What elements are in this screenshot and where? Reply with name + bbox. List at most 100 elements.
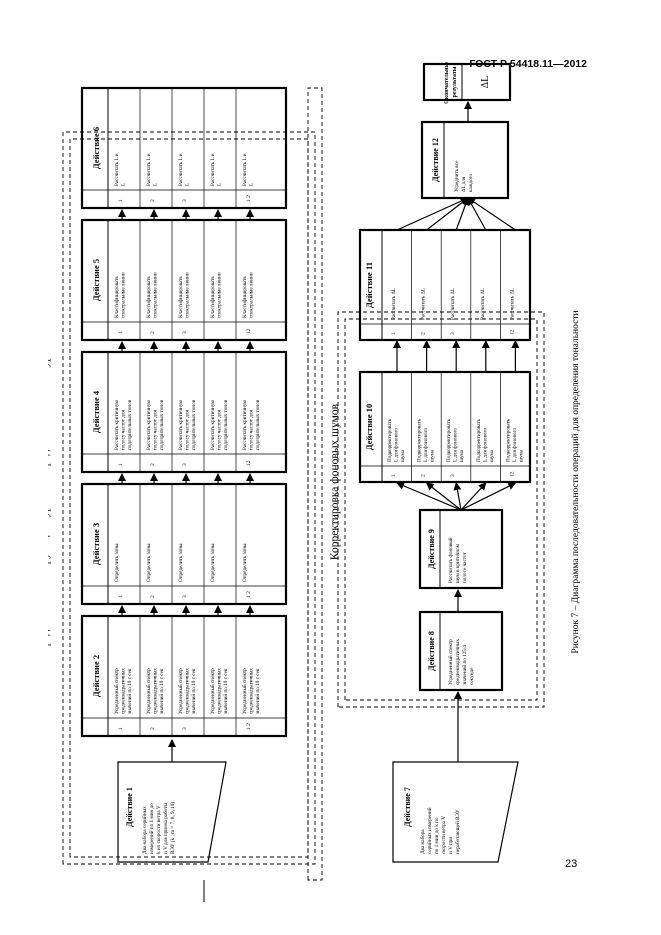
action-row-text: Классифицировать [177, 276, 184, 318]
action-row-text: Рассчитать L и [242, 153, 248, 186]
action-row-text: L [217, 183, 223, 186]
action-row-text: Усредненный спектр [145, 668, 152, 714]
action-table-title: Действие 2 [91, 655, 101, 697]
action-row-text: Определить зоны [146, 543, 152, 582]
action1-box [117, 761, 227, 863]
arrow-a11-a12 [426, 197, 469, 231]
action10-box [358, 370, 532, 484]
final-results-title: Окончательные [444, 62, 450, 104]
action-row-text: спектральные линии [185, 272, 191, 318]
action-row-text: подозрительных тонов [255, 399, 261, 450]
action10-row-text: шума [518, 449, 524, 462]
action1-text: k их скорости ветра V [156, 805, 162, 854]
action11-row-text: Рассчитать ΔL [450, 288, 456, 320]
action-row-number: 3 [182, 595, 188, 598]
action10-row-text: L для фонового [452, 427, 459, 462]
flow-diagram-svg: Определение маскирующего уровня и средне… [48, 62, 581, 902]
arrow-a11-a12 [467, 197, 487, 231]
action10-row-number: 12 [509, 471, 515, 477]
action7-text: по 1 мин до k по [434, 817, 440, 854]
action10-row-text: L для фонового [481, 427, 488, 462]
action-row-number: 2 [150, 595, 156, 598]
action-row-number: 3 [182, 331, 188, 334]
action11-title: Действие 11 [364, 262, 374, 308]
arrow-a11-a12 [455, 197, 470, 231]
action-row-text: Рассчитать L и [210, 153, 216, 186]
action11-box [358, 228, 532, 342]
action-row-number: 12 [246, 460, 252, 466]
action-table-2 [80, 614, 288, 738]
action-row-text: подозрительных тонов [191, 399, 197, 450]
action8-text: секунде [469, 667, 475, 685]
action-row-text: Рассчитать критичную [114, 400, 120, 450]
action-row-text: Классифицировать [145, 276, 152, 318]
action7-text: Два набора [419, 829, 426, 854]
action-row-number: 2 [150, 727, 156, 730]
action-row-text: Рассчитать L и [146, 153, 152, 186]
action10-row-text: шума [489, 449, 495, 462]
action-row-text: среднеквадратичных [121, 668, 127, 714]
action11-row-text: Рассчитать ΔL [509, 288, 515, 320]
action-table-6 [80, 86, 288, 210]
page-number: 23 [565, 858, 578, 870]
action11-row-text: Рассчитать ΔL [391, 288, 397, 320]
action9-text: шум в критичном [455, 543, 461, 583]
action-row-number: 2 [150, 199, 156, 202]
action11-row-number: 12 [509, 329, 515, 335]
masking-group-inner-border [69, 138, 309, 858]
action-table-3 [80, 482, 288, 606]
arrow-a9-a10 [425, 482, 462, 511]
action1-text: ВЭУ (k , m = 7, 8, 9, 10) [169, 802, 176, 854]
action-row-text: L [153, 183, 159, 186]
action10-row-text: Подкорректировать [446, 418, 452, 462]
action-row-text: Определить зоны [210, 543, 216, 582]
action-row-text: L [121, 183, 127, 186]
action7-text: серийных измерений [426, 807, 433, 854]
action7-text: скорости ветра V [441, 816, 447, 854]
action-row-number: 1 2 [246, 591, 252, 598]
masking-group-outer-border [62, 131, 316, 865]
action-row-number: 1 [118, 727, 124, 730]
action-row-text: полосу частот для [185, 410, 191, 450]
arrow-a9-a10 [460, 482, 517, 511]
action-row-number: 1 [118, 595, 124, 598]
action-row-text: среднеквадратичных [153, 668, 159, 714]
action1-title: Действие 1 [125, 787, 134, 827]
final-results-title-line2: результаты [452, 66, 458, 97]
arrow-a9-a10 [460, 482, 487, 511]
action-row-text: Рассчитать L и [114, 153, 120, 186]
action10-row-text: L для фонового [422, 427, 429, 462]
arrow-a11-a12 [467, 197, 516, 231]
action11-row-text: Рассчитать ΔL [480, 288, 486, 320]
action-row-text: спектральные линии [153, 272, 159, 318]
action11-row-text: Рассчитать ΔL [421, 288, 427, 320]
action9-text: полосе частот [462, 551, 468, 583]
final-results-box [422, 62, 512, 102]
action10-row-text: Подкорректировать [417, 418, 423, 462]
action-row-text: спектральные линии [217, 272, 223, 318]
action-row-text: полосу частот для [153, 410, 159, 450]
action10-title: Действие 10 [364, 404, 374, 450]
action-row-text: значений по 10 с сек [158, 668, 165, 714]
action-row-text: Рассчитать критичную [146, 400, 152, 450]
action-row-number: 12 [246, 328, 252, 334]
action-row-number: 2 [150, 331, 156, 334]
arrow-a11-a12 [396, 197, 469, 231]
action-row-text: подозрительных тонов [223, 399, 229, 450]
action-row-text: Классифицировать [113, 276, 120, 318]
action-table-title: Действие 6 [91, 127, 101, 169]
action-table-title: Действие 5 [91, 259, 101, 301]
action-row-number: 1 [118, 463, 124, 466]
action10-row-text: Подкорректировать [387, 418, 393, 462]
action7-text: и V при [448, 837, 454, 854]
action-row-text: L [249, 183, 255, 186]
action10-row-text: L для фонового [393, 427, 400, 462]
arrow-a9-a10 [396, 482, 462, 511]
action8-box [418, 610, 504, 692]
flow-diagram: Определение маскирующего уровня и средне… [48, 62, 588, 902]
action-row-text: полосу частот для [121, 410, 127, 450]
action-row-number: 3 [182, 463, 188, 466]
action12-text: ΔL для [461, 176, 467, 192]
action-row-text: Рассчитать критичную [210, 400, 216, 450]
action-row-text: полосу частот для [217, 410, 223, 450]
